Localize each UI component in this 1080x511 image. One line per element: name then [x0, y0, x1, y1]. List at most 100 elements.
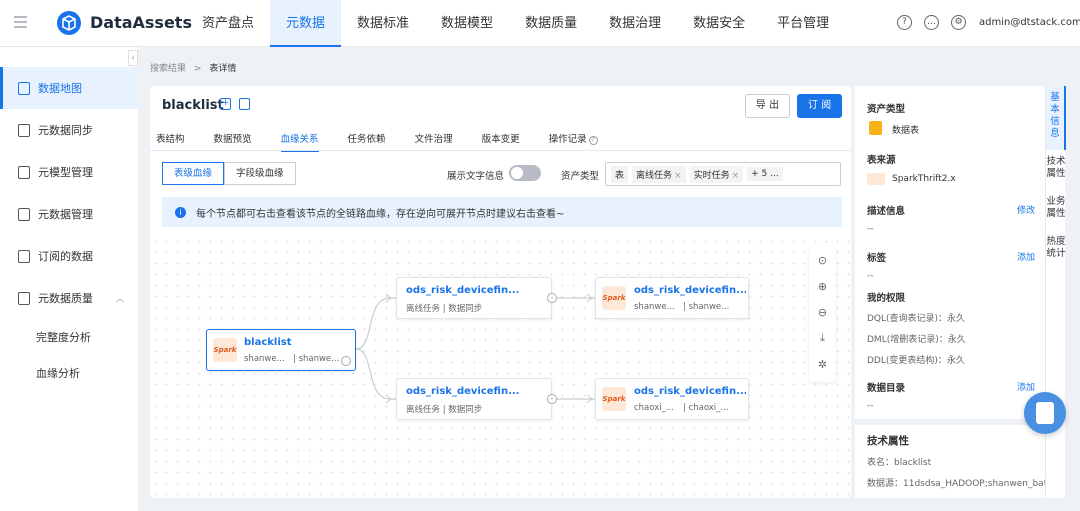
lineage-node-table-1[interactable]: Spark ods_risk_devicefin... shanwe... | … — [595, 277, 749, 319]
nav-data-standard[interactable]: 数据标准 — [357, 16, 410, 31]
cube-icon — [18, 165, 30, 179]
node-meta: | shanwe... — [293, 354, 340, 364]
vtab-business-attributes[interactable]: 业务属性 — [1046, 196, 1066, 219]
nav-platform-admin[interactable]: 平台管理 — [777, 16, 830, 31]
delete-icon[interactable] — [239, 98, 250, 110]
spark-icon: Spark — [602, 387, 626, 411]
permission-ddl: DDL(变更表结构)：永久 — [867, 356, 965, 366]
subscribe-button[interactable]: 订 阅 — [797, 94, 842, 118]
source-value: SparkThrift2.x — [892, 174, 956, 184]
sidebar-item-subscribed[interactable]: 订阅的数据 — [0, 235, 138, 277]
export-button[interactable]: 导 出 — [745, 94, 790, 118]
node-meta: | chaoxi_... — [683, 403, 729, 413]
table-level-button[interactable]: 表级血缘 — [162, 162, 225, 185]
tab-task-deps[interactable]: 任务依赖 — [347, 134, 386, 145]
eye-icon[interactable] — [341, 356, 351, 366]
asset-type-select[interactable]: 表 离线任务× 实时任务× + 5 ... — [605, 162, 841, 186]
add-tag-link[interactable]: 添加 — [1016, 253, 1035, 263]
add-catalog-link[interactable]: 添加 — [1016, 383, 1035, 393]
info-panel: 资产类型 数据表 表来源 SparkThrift2.x 描述信息 修改 -- 标… — [855, 86, 1045, 498]
tab-version-changes[interactable]: 版本变更 — [481, 134, 520, 145]
node-name: ods_risk_devicefin... — [634, 386, 746, 397]
asset-type-title: 资产类型 — [867, 104, 906, 115]
user-account[interactable]: admin@dtstack.com — [979, 17, 1080, 28]
tab-preview[interactable]: 数据预览 — [213, 134, 252, 145]
sidebar-item-metadata-quality[interactable]: 元数据质量︿ — [0, 277, 138, 319]
collapse-sidebar-icon[interactable]: ‹ — [128, 50, 138, 66]
nav-metadata[interactable]: 元数据 — [270, 0, 342, 47]
tab-lineage[interactable]: 血缘关系 — [280, 131, 319, 152]
vertical-tabs: 基本信息 技术属性 业务属性 热度统计 — [1045, 86, 1066, 498]
collapse-node-icon[interactable]: - — [547, 293, 557, 303]
node-meta: chaoxi_... — [634, 403, 674, 413]
node-name: blacklist — [244, 337, 292, 348]
sidebar-sub-lineage[interactable]: 血缘分析 — [36, 367, 80, 380]
catalog-value: -- — [867, 401, 874, 411]
permission-dql: DQL(查询表记录)：永久 — [867, 314, 966, 324]
breadcrumb: 搜索结果 > 表详情 — [150, 61, 236, 74]
top-icons: ? … ⚙ — [897, 15, 978, 30]
help-icon[interactable]: ? — [897, 15, 912, 30]
node-meta: 离线任务 | 数据同步 — [406, 304, 483, 314]
nav-asset-inventory[interactable]: 资产盘点 — [202, 16, 255, 31]
vtab-basic-info[interactable]: 基本信息 — [1046, 86, 1066, 150]
node-meta: | shanwe... — [683, 302, 730, 312]
description-title: 描述信息 — [867, 206, 906, 217]
sync-icon — [18, 123, 30, 137]
chip-more: + 5 ... — [747, 167, 783, 181]
sidebar-item-metadata-manage[interactable]: 元数据管理 — [0, 193, 138, 235]
settings-icon[interactable]: ✲ — [817, 357, 828, 371]
nav-data-quality[interactable]: 数据质量 — [525, 16, 578, 31]
map-icon — [18, 81, 30, 95]
settings-icon[interactable]: ⚙ — [951, 15, 966, 30]
description-value: -- — [867, 224, 874, 234]
permission-dml: DML(增删表记录)：永久 — [867, 335, 966, 345]
lineage-level-switch: 表级血缘 字段级血缘 — [162, 162, 296, 185]
breadcrumb-current: 表详情 — [209, 64, 237, 74]
question-icon: ? — [588, 136, 598, 145]
collapse-node-icon[interactable]: - — [547, 394, 557, 404]
node-name: ods_risk_devicefin... — [406, 386, 520, 397]
add-icon[interactable]: + — [220, 98, 231, 110]
remove-chip-icon[interactable]: × — [731, 170, 740, 181]
breadcrumb-parent[interactable]: 搜索结果 — [150, 64, 187, 74]
edit-description-link[interactable]: 修改 — [1016, 206, 1035, 216]
tab-structure[interactable]: 表结构 — [156, 134, 185, 145]
tags-value: -- — [867, 271, 874, 281]
vtab-tech-attributes[interactable]: 技术属性 — [1046, 156, 1066, 179]
sidebar-item-metadata-sync[interactable]: 元数据同步 — [0, 109, 138, 151]
message-icon[interactable]: … — [924, 15, 939, 30]
table-title: blacklist — [162, 98, 224, 113]
zoom-out-icon[interactable]: ⊖ — [817, 305, 828, 319]
lineage-node-task-1[interactable]: ods_risk_devicefin... 离线任务 | 数据同步 — [396, 277, 552, 319]
chip-table: 表 — [611, 165, 629, 183]
vtab-popularity[interactable]: 热度统计 — [1046, 236, 1066, 259]
lineage-node-blacklist[interactable]: Spark blacklist shanwe... | shanwe... — [206, 329, 356, 371]
top-nav: 资产盘点 元数据 数据标准 数据模型 数据质量 数据治理 数据安全 平台管理 — [186, 0, 845, 47]
sidebar: 数据地图 元数据同步 元模型管理 元数据管理 订阅的数据 元数据质量︿ 完整度分… — [0, 47, 138, 511]
show-text-toggle[interactable] — [509, 165, 541, 181]
tab-operation-log[interactable]: 操作记录? — [549, 131, 598, 152]
nav-data-model[interactable]: 数据模型 — [441, 16, 494, 31]
lineage-canvas[interactable]: Spark blacklist shanwe... | shanwe... od… — [150, 236, 851, 498]
catalog-title: 数据目录 — [867, 383, 906, 394]
download-icon[interactable]: ⤓ — [820, 331, 825, 344]
lineage-node-task-2[interactable]: ods_risk_devicefin... 离线任务 | 数据同步 — [396, 378, 552, 420]
locate-icon[interactable]: ⊙ — [817, 253, 828, 267]
lineage-edges — [355, 293, 595, 404]
nav-data-security[interactable]: 数据安全 — [693, 16, 746, 31]
menu-icon[interactable] — [14, 16, 27, 28]
sidebar-item-data-map[interactable]: 数据地图 — [0, 67, 138, 109]
remove-chip-icon[interactable]: × — [674, 170, 682, 181]
sidebar-item-meta-model[interactable]: 元模型管理 — [0, 151, 138, 193]
tab-file-governance[interactable]: 文件治理 — [414, 134, 453, 145]
sidebar-sub-completeness[interactable]: 完整度分析 — [36, 331, 91, 344]
field-level-button[interactable]: 字段级血缘 — [224, 162, 296, 185]
asset-type-value: 数据表 — [892, 126, 920, 136]
nav-data-governance[interactable]: 数据治理 — [609, 16, 662, 31]
info-icon: i — [175, 206, 186, 218]
lineage-node-table-2[interactable]: Spark ods_risk_devicefin... chaoxi_... |… — [595, 378, 749, 420]
assistant-button[interactable] — [1024, 392, 1066, 434]
zoom-in-icon[interactable]: ⊕ — [817, 279, 828, 293]
logo-icon — [57, 11, 81, 35]
